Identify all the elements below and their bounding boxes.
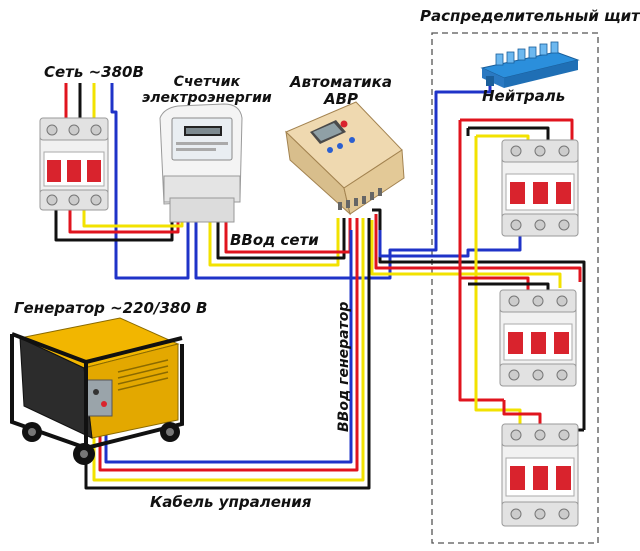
wire-mb-yellow	[82, 210, 184, 228]
wire-grid-blue	[110, 83, 190, 280]
generator-input-label: ВВод генератор	[336, 301, 352, 432]
wire-gen-yellow	[92, 218, 365, 482]
generator-label: Генератор ~220/380 В	[14, 299, 208, 317]
wire-out-red	[374, 214, 582, 282]
main-breaker	[39, 117, 109, 211]
wire-out-yellow	[370, 220, 562, 288]
distribution-breaker-3	[501, 423, 579, 527]
wire-bus-red	[458, 120, 504, 402]
wire-gen-blue	[104, 230, 353, 464]
wire-bus-yellow	[474, 136, 522, 424]
wire-b2-black	[468, 282, 550, 290]
wire-b1-yellow	[476, 134, 530, 140]
wire-mains-black	[216, 218, 346, 260]
ats-label: Автоматика АВР	[290, 73, 392, 109]
wire-b3-red	[502, 400, 542, 424]
control-cable-label: Кабель упраления	[150, 493, 312, 511]
wire-out-blue	[378, 230, 522, 258]
wire-mb-red	[68, 210, 180, 234]
mains-input-label: ВВод сети	[230, 231, 319, 249]
wire-out-black	[372, 208, 586, 430]
distribution-breaker-2	[499, 289, 577, 387]
ats-box	[285, 101, 405, 216]
energy-meter	[159, 103, 243, 223]
neutral-label: Нейтраль	[482, 87, 566, 105]
wire-mains-yellow	[208, 218, 340, 267]
meter-label: Счетчик электроэнергии	[142, 74, 272, 107]
wire-mains-blue	[194, 80, 492, 280]
wire-b2-red	[460, 276, 530, 290]
neutral-bus-bar	[480, 41, 580, 88]
wires	[54, 80, 586, 490]
distribution-panel-frame	[431, 32, 599, 544]
panel-label: Распределительный щит	[420, 7, 640, 25]
grid-label: Сеть ~380В	[44, 63, 144, 81]
distribution-breaker-1	[501, 139, 579, 237]
wire-b1-black	[468, 126, 550, 140]
generator	[10, 317, 184, 465]
wire-b1-red	[460, 118, 574, 140]
